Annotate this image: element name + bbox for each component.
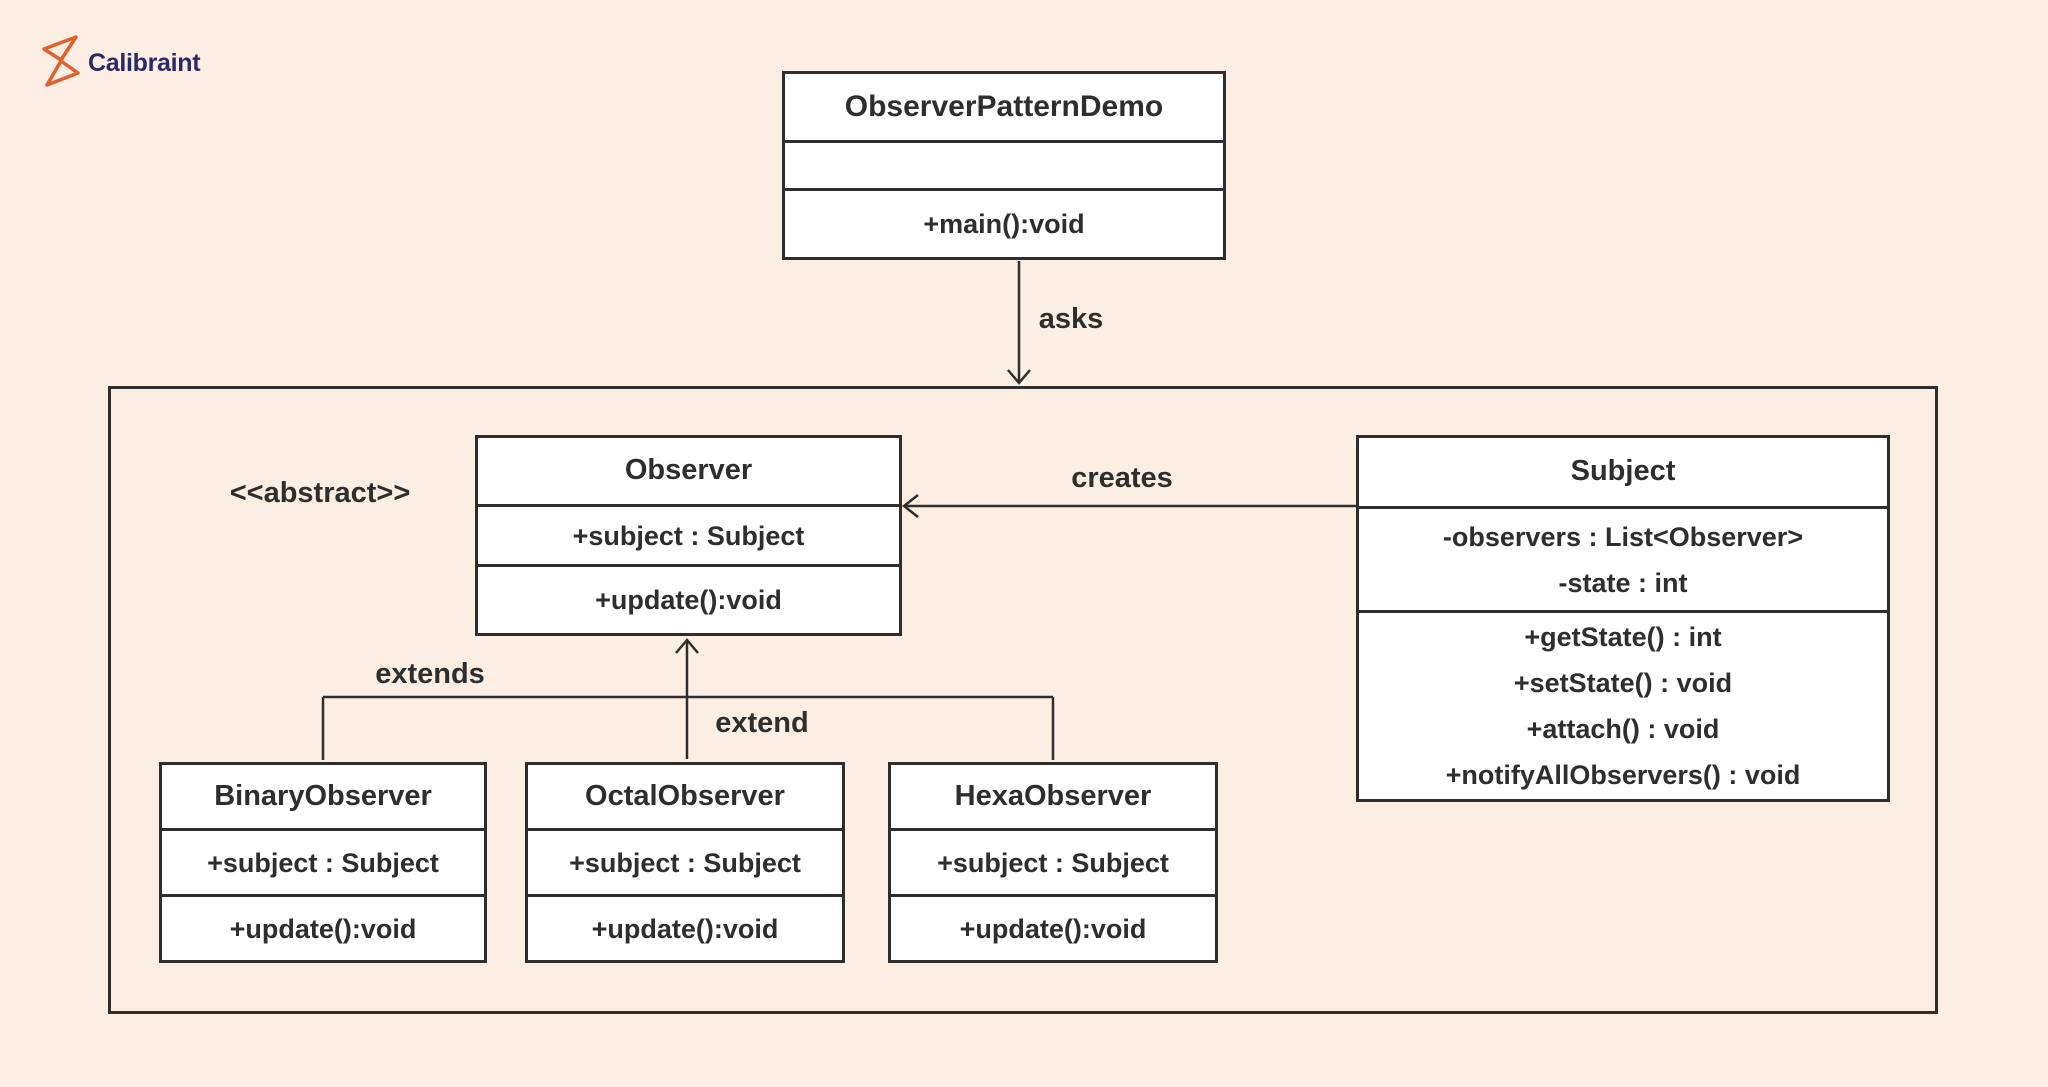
class-attributes-section: +subject : Subject: [891, 828, 1215, 894]
class-box-octal-observer: OctalObserver +subject : Subject +update…: [525, 762, 845, 963]
class-method: +update():void: [591, 913, 779, 944]
class-title: OctalObserver: [585, 780, 785, 812]
class-title: Observer: [624, 454, 753, 487]
class-method: +notifyAllObservers() : void: [1445, 760, 1801, 791]
class-attributes-section: [785, 139, 1223, 189]
class-attributes-section: -observers : List<Observer> -state : int: [1359, 505, 1887, 611]
class-title-section: BinaryObserver: [162, 765, 484, 828]
class-attributes-section: +subject : Subject: [478, 503, 899, 564]
class-attribute: +subject : Subject: [937, 847, 1169, 878]
class-box-hexa-observer: HexaObserver +subject : Subject +update(…: [888, 762, 1218, 963]
class-title-section: HexaObserver: [891, 765, 1215, 828]
class-title-section: ObserverPatternDemo: [785, 74, 1223, 140]
class-attributes-section: +subject : Subject: [162, 828, 484, 894]
class-title-section: OctalObserver: [528, 765, 842, 828]
class-method: +setState() : void: [1513, 668, 1733, 699]
class-title-section: Observer: [478, 438, 899, 504]
class-method: +getState() : int: [1524, 622, 1722, 653]
label-abstract-stereotype: <<abstract>>: [229, 477, 411, 509]
class-box-binary-observer: BinaryObserver +subject : Subject +updat…: [159, 762, 487, 963]
class-attribute: +subject : Subject: [207, 847, 439, 878]
class-methods-section: +update():void: [162, 894, 484, 960]
class-title: BinaryObserver: [214, 780, 432, 812]
logo-text: Calibraint: [88, 49, 201, 77]
class-method: +update():void: [959, 913, 1147, 944]
class-methods-section: +update():void: [528, 894, 842, 960]
class-methods-section: +main():void: [785, 188, 1223, 257]
label-creates: creates: [1071, 462, 1173, 494]
calibraint-logo: Calibraint: [38, 32, 201, 95]
class-box-observer-pattern-demo: ObserverPatternDemo +main():void: [782, 71, 1226, 260]
class-box-subject: Subject -observers : List<Observer> -sta…: [1356, 435, 1890, 802]
label-extend: extend: [715, 707, 809, 739]
class-methods-section: +update():void: [891, 894, 1215, 960]
calibraint-bolt-icon: [38, 32, 82, 95]
class-method: +update():void: [595, 585, 782, 616]
system-boundary-box: [108, 386, 1938, 1014]
class-attribute: -state : int: [1558, 567, 1688, 598]
class-title-section: Subject: [1359, 438, 1887, 506]
class-title: ObserverPatternDemo: [844, 89, 1164, 123]
class-attributes-section: +subject : Subject: [528, 828, 842, 894]
class-method: +attach() : void: [1526, 714, 1720, 745]
asks-arrowhead: [1007, 369, 1031, 385]
class-methods-section: +getState() : int +setState() : void +at…: [1359, 610, 1887, 799]
class-methods-section: +update():void: [478, 564, 899, 633]
class-title: HexaObserver: [954, 780, 1152, 812]
class-title: Subject: [1570, 455, 1676, 488]
label-extends: extends: [375, 658, 485, 690]
class-attribute: +subject : Subject: [569, 847, 801, 878]
class-box-observer: Observer +subject : Subject +update():vo…: [475, 435, 902, 636]
label-asks: asks: [1038, 303, 1104, 335]
class-attribute: +subject : Subject: [572, 520, 805, 551]
class-method: +main():void: [923, 209, 1085, 240]
class-attribute: -observers : List<Observer>: [1442, 521, 1804, 552]
class-method: +update():void: [229, 913, 417, 944]
